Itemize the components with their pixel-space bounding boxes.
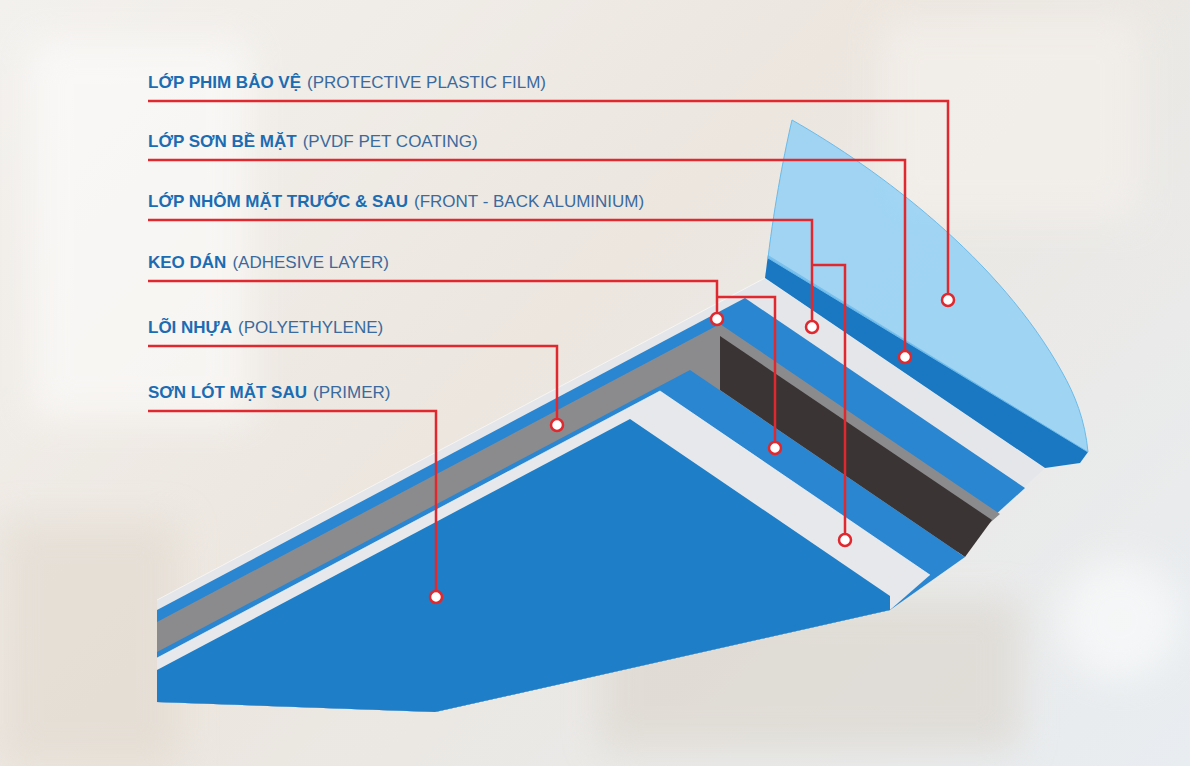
layer-edge bbox=[157, 391, 930, 658]
leader-line bbox=[148, 281, 717, 313]
leader-dot bbox=[711, 313, 723, 325]
leader-line bbox=[148, 346, 557, 419]
layer-name: LỚP PHIM BẢO VỆ bbox=[148, 72, 301, 94]
leader-line bbox=[812, 265, 845, 534]
layer-name-english: (POLYETHYLENE) bbox=[238, 317, 383, 339]
callout-row: LỚP NHÔM MẶT TRƯỚC & SAU (FRONT - BACK AL… bbox=[148, 191, 644, 213]
layer-name-english: (PRIMER) bbox=[313, 382, 390, 404]
layer-name-english: (ADHESIVE LAYER) bbox=[232, 252, 389, 274]
background-blob bbox=[30, 40, 250, 420]
callout-row: LÕI NHỰA (POLYETHYLENE) bbox=[148, 317, 383, 339]
layer-name: KEO DÁN bbox=[148, 252, 226, 274]
back-aluminium-layer bbox=[157, 391, 930, 712]
leader-line bbox=[717, 297, 775, 442]
layer-name-english: (PVDF PET COATING) bbox=[303, 131, 478, 153]
background-blob bbox=[0, 520, 180, 766]
leader-dot bbox=[769, 442, 781, 454]
background-blob bbox=[880, 20, 1140, 220]
layer-name: SƠN LÓT MẶT SAU bbox=[148, 382, 307, 404]
layer-name: LỚP NHÔM MẶT TRƯỚC & SAU bbox=[148, 191, 408, 213]
layer-name: LỚP SƠN BỀ MẶT bbox=[148, 131, 297, 153]
callout-row: KEO DÁN (ADHESIVE LAYER) bbox=[148, 252, 389, 274]
callout-row: SƠN LÓT MẶT SAU (PRIMER) bbox=[148, 382, 390, 404]
protective-film bbox=[768, 120, 1088, 452]
leader-line bbox=[148, 220, 812, 321]
leader-line bbox=[148, 160, 905, 351]
layer-name: LÕI NHỰA bbox=[148, 317, 232, 339]
layer-name-english: (FRONT - BACK ALUMINIUM) bbox=[414, 191, 644, 213]
layer-name-english: (PROTECTIVE PLASTIC FILM) bbox=[307, 72, 546, 94]
leader-dot bbox=[839, 534, 851, 546]
leader-dot bbox=[899, 351, 911, 363]
core-layer bbox=[157, 324, 1000, 712]
leader-dot bbox=[430, 591, 442, 603]
leader-dot bbox=[551, 419, 563, 431]
callout-row: LỚP PHIM BẢO VỆ (PROTECTIVE PLASTIC FILM) bbox=[148, 72, 546, 94]
leader-dot bbox=[942, 294, 954, 306]
leader-line bbox=[148, 411, 436, 591]
leader-dot bbox=[806, 321, 818, 333]
callout-row: LỚP SƠN BỀ MẶT (PVDF PET COATING) bbox=[148, 131, 478, 153]
background-blob bbox=[1060, 560, 1180, 680]
